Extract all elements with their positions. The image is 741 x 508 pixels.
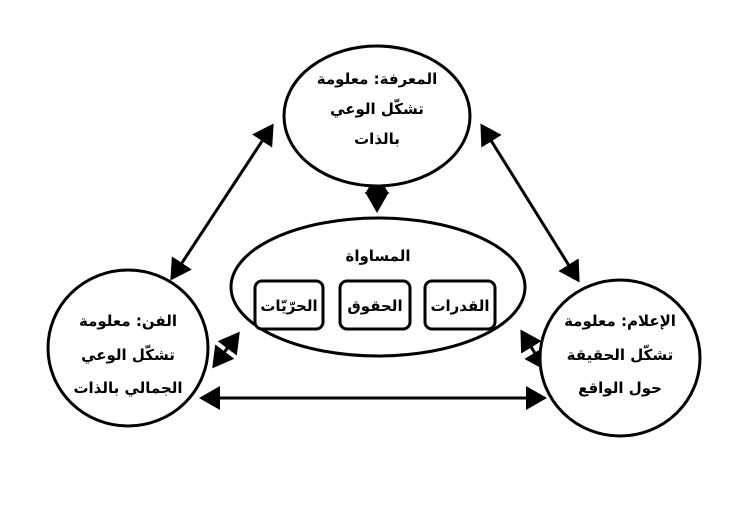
node-art-line-1: الفن: معلومة (79, 312, 177, 330)
node-knowledge-line-3: بالذات (354, 130, 400, 148)
node-art-line-2: تشكّل الوعي (81, 344, 175, 364)
box-freedoms-label: الحرّيّات (260, 297, 317, 315)
node-art: الفن: معلومة تشكّل الوعي الجمالي بالذات (46, 268, 210, 428)
box-abilities-label: القدرات (430, 297, 489, 315)
arrow-top-left (170, 123, 274, 281)
arrow-left-center (212, 331, 240, 369)
arrow-top-right (480, 123, 580, 283)
node-knowledge-line-1: المعرفة: معلومة (317, 70, 437, 88)
node-media: الإعلام: معلومة تشكّل الحقيقة حول الواقع (538, 278, 702, 438)
node-equality: المساواة القدرات الحقوق الحرّيّات (229, 216, 527, 358)
node-equality-title: المساواة (345, 247, 410, 265)
node-media-line-2: تشكّل الحقيقة (567, 344, 674, 364)
box-freedoms (253, 279, 325, 331)
box-rights (338, 279, 412, 331)
box-rights-label: الحقوق (347, 297, 402, 315)
box-abilities (423, 279, 497, 331)
node-knowledge: المعرفة: معلومة تشكّل الوعي بالذات (282, 44, 472, 188)
node-media-line-3: حول الواقع (578, 379, 662, 397)
node-media-line-1: الإعلام: معلومة (564, 312, 676, 330)
node-knowledge-line-2: تشكّل الوعي (330, 98, 424, 118)
node-art-line-3: الجمالي بالذات (73, 379, 182, 397)
